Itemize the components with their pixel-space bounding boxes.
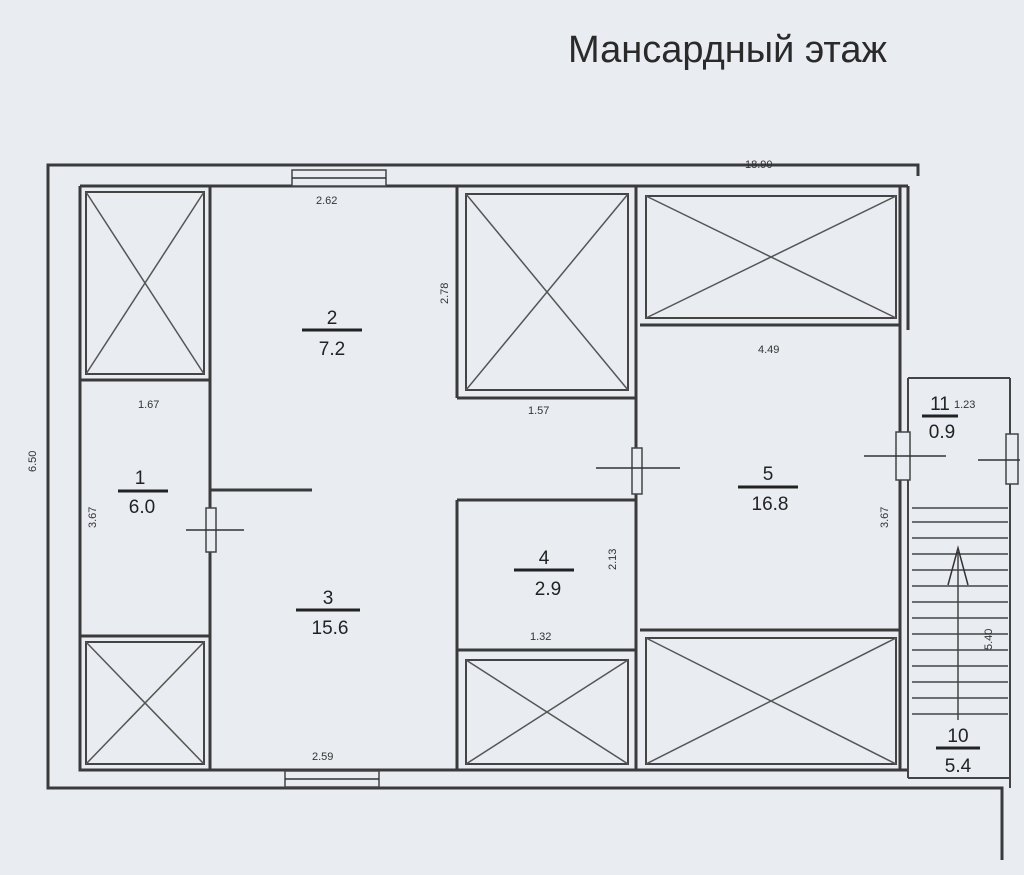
- room-number: 11: [930, 394, 950, 415]
- room-area: 6.0: [129, 497, 155, 518]
- room-number: 3: [323, 588, 334, 609]
- room-area: 2.9: [535, 579, 561, 600]
- dim-top-window: 2.62: [316, 195, 337, 207]
- dim-bottom-window: 2.59: [312, 751, 333, 763]
- dim-room11-width: 1.23: [954, 399, 975, 411]
- dim-room5-width: 4.49: [758, 344, 779, 356]
- dim-room2-height: 2.78: [439, 283, 451, 304]
- dim-corridor-width: 1.57: [528, 405, 549, 417]
- plan-title: Мансардный этаж: [568, 29, 888, 71]
- dimension-labels: 18.90 2.62 2.59 1.67 1.57 1.32 4.49 1.23…: [27, 159, 995, 763]
- dim-room4-width: 1.32: [530, 631, 551, 643]
- room-number: 2: [327, 308, 338, 329]
- room-label-5: 5 16.8: [738, 464, 798, 515]
- room-label-2: 2 7.2: [302, 308, 362, 360]
- room-number: 5: [763, 464, 774, 485]
- dim-left-total: 6.50: [27, 451, 39, 472]
- room-label-4: 4 2.9: [514, 548, 574, 600]
- room-area: 0.9: [929, 422, 955, 443]
- dim-room1-height: 3.67: [87, 507, 99, 528]
- staircase: [912, 507, 1008, 720]
- dim-room1-width: 1.67: [138, 399, 159, 411]
- room-label-1: 1 6.0: [118, 468, 168, 518]
- room-area: 15.6: [312, 618, 349, 639]
- room-area: 7.2: [319, 339, 345, 360]
- dim-room4-height: 2.13: [607, 549, 619, 570]
- doors: [186, 431, 1020, 553]
- room-number: 4: [539, 548, 550, 569]
- room-label-11: 11 0.9: [922, 394, 958, 443]
- room-area: 16.8: [752, 494, 789, 515]
- room-number: 10: [947, 726, 968, 747]
- dim-stair-length: 5.40: [983, 629, 995, 650]
- room-number: 1: [135, 468, 146, 489]
- storage-boxes: [85, 191, 897, 765]
- dim-top-total: 18.90: [745, 159, 773, 171]
- room-label-3: 3 15.6: [296, 588, 360, 639]
- room-label-10: 10 5.4: [936, 726, 980, 777]
- dim-room5-height: 3.67: [879, 507, 891, 528]
- room-area: 5.4: [945, 756, 972, 777]
- room-labels: 1 6.0 2 7.2 3 15.6 4 2.9 5 16.8 10 5.4: [118, 308, 980, 777]
- windows: [284, 169, 387, 788]
